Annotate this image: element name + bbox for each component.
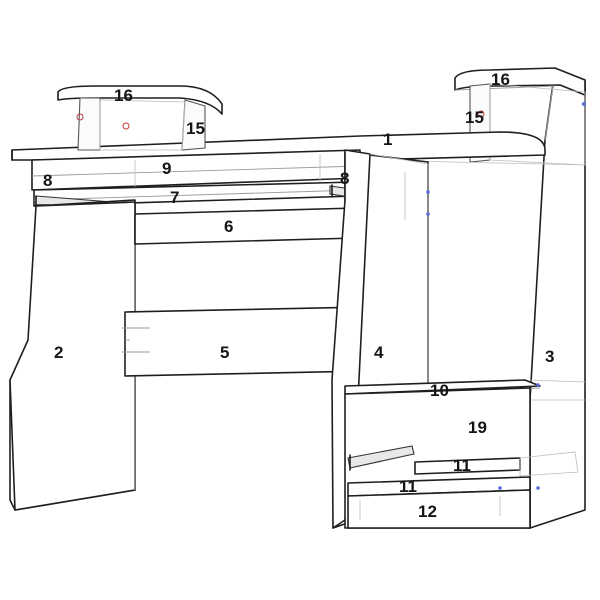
- label-keyboard-tray: 7: [170, 188, 179, 207]
- label-side-panel-right: 3: [545, 347, 554, 366]
- top-shelf-left: [57, 85, 223, 115]
- label-top-shelf-left: 16: [114, 86, 133, 105]
- label-rail-left: 8: [43, 171, 52, 190]
- label-divider-panel: 4: [374, 343, 384, 362]
- label-middle-shelf: 10: [430, 381, 449, 400]
- label-shelf-support-left: 15: [186, 119, 205, 138]
- label-side-panel-left: 2: [54, 343, 63, 362]
- label-top-shelf-right: 16: [491, 70, 510, 89]
- label-shelf-support-right: 15: [465, 108, 484, 127]
- label-back-panel-lower: 5: [220, 343, 229, 362]
- label-lower-compartment: 19: [468, 418, 487, 437]
- label-bottom-plinth: 12: [418, 502, 437, 521]
- label-desktop-top: 1: [383, 130, 392, 149]
- label-pull-out-shelf-upper: 11: [453, 456, 471, 475]
- label-pull-out-shelf-lower: 11: [399, 477, 417, 496]
- label-keyboard-frame: 9: [162, 159, 171, 178]
- bottom-plinth: [347, 489, 531, 529]
- pull-out-rail: [347, 445, 415, 471]
- side-panel-left: [9, 199, 136, 511]
- back-panel-upper: [134, 207, 357, 245]
- label-back-panel-upper: 6: [224, 217, 233, 236]
- part-number-labels: 16 16 15 15 1 9 8 8 7 6 2 5 4 3 10 19 11…: [43, 70, 554, 521]
- label-rail-right: 8: [340, 169, 349, 188]
- pull-out-shelf-upper: [414, 451, 579, 477]
- shelf-support-left: [76, 97, 206, 151]
